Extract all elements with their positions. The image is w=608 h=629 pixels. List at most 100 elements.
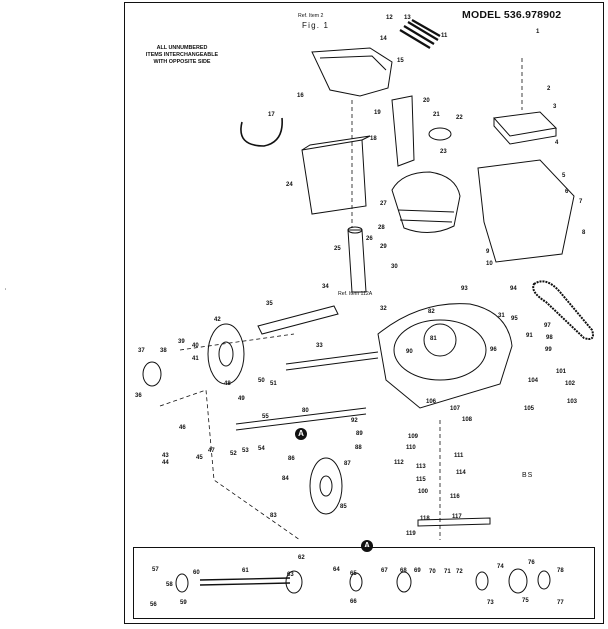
part-label-109: 109 xyxy=(408,434,419,440)
part-label-54: 54 xyxy=(258,446,265,452)
part-label-104: 104 xyxy=(528,378,539,384)
part-label-91: 91 xyxy=(526,333,533,339)
reference-lines xyxy=(159,58,523,541)
part-label-23: 23 xyxy=(440,149,447,155)
part-label-5: 5 xyxy=(562,173,566,179)
inset-part-label-59: 59 xyxy=(180,600,187,606)
inset-part-label-74: 74 xyxy=(497,564,504,570)
part-label-96: 96 xyxy=(490,347,497,353)
inset-part-label-78: 78 xyxy=(557,568,564,574)
inset-part-label-71: 71 xyxy=(444,569,451,575)
inset-part-label-65: 65 xyxy=(350,571,357,577)
part-label-2: 2 xyxy=(547,86,551,92)
part-label-49: 49 xyxy=(238,396,245,402)
inset-part-label-56: 56 xyxy=(150,602,157,608)
inset-spacer xyxy=(475,571,489,591)
part-label-16: 16 xyxy=(297,93,304,99)
part-label-41: 41 xyxy=(192,356,199,362)
part-label-87: 87 xyxy=(344,461,351,467)
part-label-3: 3 xyxy=(553,104,557,110)
part-label-51: 51 xyxy=(270,381,277,387)
axle-bar xyxy=(285,351,379,371)
callout-a-inset: A xyxy=(361,540,373,552)
part-label-89: 89 xyxy=(356,431,363,437)
part-label-18: 18 xyxy=(370,136,377,142)
part-label-80: 80 xyxy=(302,408,309,414)
part-label-27: 27 xyxy=(380,201,387,207)
part-label-50: 50 xyxy=(258,378,265,384)
part-label-114: 114 xyxy=(456,470,466,476)
part-label-28: 28 xyxy=(378,225,385,231)
rear-wheel-hub xyxy=(218,341,234,367)
part-label-33: 33 xyxy=(316,343,323,349)
part-label-24: 24 xyxy=(286,182,293,188)
part-label-46: 46 xyxy=(179,425,186,431)
part-label-90: 90 xyxy=(406,349,413,355)
grass-bag-top xyxy=(301,135,371,151)
part-label-37: 37 xyxy=(138,348,145,354)
part-label-99: 99 xyxy=(545,347,552,353)
engine-shroud xyxy=(477,159,575,263)
part-label-95: 95 xyxy=(511,316,518,322)
part-label-6: 6 xyxy=(565,189,569,195)
part-label-88: 88 xyxy=(355,445,362,451)
front-wheel-hub xyxy=(319,475,333,497)
part-label-11: 11 xyxy=(441,33,448,39)
part-label-22: 22 xyxy=(456,115,463,121)
part-label-105: 105 xyxy=(524,406,535,412)
bar-part xyxy=(257,305,339,335)
part-label-48: 48 xyxy=(224,381,231,387)
inset-part-label-76: 76 xyxy=(528,560,535,566)
part-label-43: 43 xyxy=(162,453,169,459)
engine-fins xyxy=(397,209,455,223)
part-label-116: 116 xyxy=(450,494,460,500)
mower-deck xyxy=(377,303,513,409)
part-label-25: 25 xyxy=(334,246,341,252)
inset-gear xyxy=(285,570,303,594)
bracket-part xyxy=(391,95,415,167)
ring-part xyxy=(428,127,452,141)
inset-cap xyxy=(537,570,551,590)
part-label-85: 85 xyxy=(340,504,347,510)
part-label-13: 13 xyxy=(404,15,411,21)
inset-part-label-70: 70 xyxy=(429,569,436,575)
inset-washer-1 xyxy=(175,573,189,593)
handle-bracket xyxy=(311,47,393,97)
ref-line-3 xyxy=(159,389,301,541)
part-label-103: 103 xyxy=(567,399,578,405)
part-label-32: 32 xyxy=(380,306,387,312)
inset-pinion xyxy=(508,568,528,594)
part-label-14: 14 xyxy=(380,36,387,42)
inset-part-label-73: 73 xyxy=(487,600,494,606)
part-label-39: 39 xyxy=(178,339,185,345)
front-axle xyxy=(235,407,367,431)
part-label-81: 81 xyxy=(430,336,437,342)
part-label-26: 26 xyxy=(366,236,373,242)
ref-item-112a: Ref. Item 112A xyxy=(338,291,373,297)
part-label-113: 113 xyxy=(416,464,426,470)
part-label-21: 21 xyxy=(433,112,440,118)
part-label-111: 111 xyxy=(454,453,464,459)
part-label-15: 15 xyxy=(397,58,404,64)
deck-housing xyxy=(393,319,487,381)
part-label-1: 1 xyxy=(536,29,540,35)
grass-bag xyxy=(301,139,367,215)
inset-axle xyxy=(199,577,291,586)
part-label-112: 112 xyxy=(394,460,404,466)
part-label-94: 94 xyxy=(510,286,517,292)
inset-part-label-62: 62 xyxy=(298,555,305,561)
model-number: MODEL 536.978902 xyxy=(462,9,562,21)
inset-parts xyxy=(175,568,551,594)
part-label-4: 4 xyxy=(555,140,559,146)
inset-part-label-75: 75 xyxy=(522,598,529,604)
handle-bracket-edge xyxy=(319,55,387,71)
part-label-44: 44 xyxy=(162,460,169,466)
fig-label: Fig. 1 xyxy=(302,21,330,30)
part-label-84: 84 xyxy=(282,476,289,482)
part-label-119: 119 xyxy=(406,531,416,537)
part-label-34: 34 xyxy=(322,284,329,290)
